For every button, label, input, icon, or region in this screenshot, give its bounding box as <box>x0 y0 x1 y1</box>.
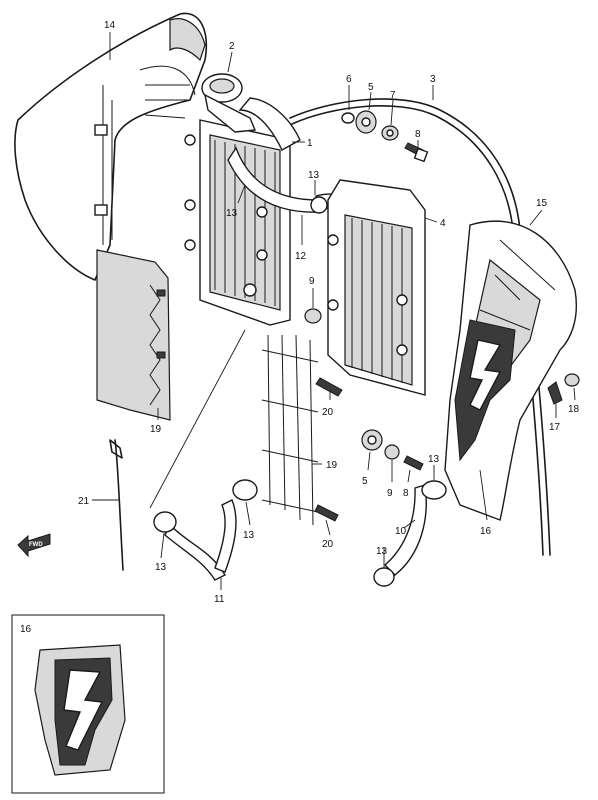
callout-4: 4 <box>440 218 446 229</box>
callout-20: 20 <box>322 407 334 418</box>
parts-6-5-7-8-mount-hardware-top <box>341 110 429 163</box>
callout-13: 13 <box>243 530 255 541</box>
part-21-cable-tie <box>109 439 124 571</box>
callout-13: 13 <box>376 546 388 557</box>
callout-13: 13 <box>308 170 320 181</box>
callout-9: 9 <box>309 276 315 287</box>
part-19-radiator-guard-left <box>96 249 171 421</box>
parts-5-9-8-mount-hardware-lower <box>361 429 424 471</box>
callout-5: 5 <box>362 476 368 487</box>
part-2-radiator-cap <box>201 73 301 151</box>
part-4-radiator-right <box>327 179 426 396</box>
inset-part-16-detail <box>11 614 165 794</box>
callout-11: 11 <box>214 594 225 605</box>
callout-18: 18 <box>568 404 580 415</box>
parts-17-18-shroud-bolts <box>547 373 580 405</box>
callout-8: 8 <box>415 129 421 140</box>
callout-3: 3 <box>430 74 436 85</box>
fwd-label: FWD <box>29 542 43 548</box>
callout-14: 14 <box>104 20 116 31</box>
callout-labels: 14 2 6 5 7 3 1 8 13 13 12 4 15 9 20 19 1… <box>20 20 580 635</box>
callout-5: 5 <box>368 82 374 93</box>
callout-1: 1 <box>307 138 313 149</box>
callout-7: 7 <box>390 90 396 101</box>
part-19-radiator-guard-right <box>261 334 319 526</box>
callout-9: 9 <box>387 488 393 499</box>
callout-2: 2 <box>229 41 235 52</box>
callout-17: 17 <box>549 422 561 433</box>
part-16-graphic-decal <box>454 319 516 462</box>
callout-16-inset: 16 <box>20 624 32 635</box>
callout-13: 13 <box>226 208 238 219</box>
part-20-fastener-lower <box>314 504 339 522</box>
callout-20: 20 <box>322 539 334 550</box>
callout-10: 10 <box>395 526 407 537</box>
part-11-lower-hose-left <box>149 329 258 581</box>
part-1-radiator-left <box>184 119 291 326</box>
part-10-lower-hose-right <box>373 480 447 587</box>
callout-6: 6 <box>346 74 352 85</box>
callout-12: 12 <box>295 251 307 262</box>
callout-13: 13 <box>155 562 167 573</box>
parts-9-20-fasteners-upper <box>304 308 343 397</box>
forward-direction-arrow: FWD <box>17 533 51 558</box>
callout-16: 16 <box>480 526 492 537</box>
callout-8: 8 <box>403 488 409 499</box>
callout-15: 15 <box>536 198 548 209</box>
callout-13: 13 <box>428 454 440 465</box>
callout-19: 19 <box>150 424 162 435</box>
leader-lines <box>92 32 576 590</box>
callout-21: 21 <box>78 496 90 507</box>
callout-19: 19 <box>326 460 338 471</box>
part-14-radiator-shroud-left <box>14 12 207 281</box>
